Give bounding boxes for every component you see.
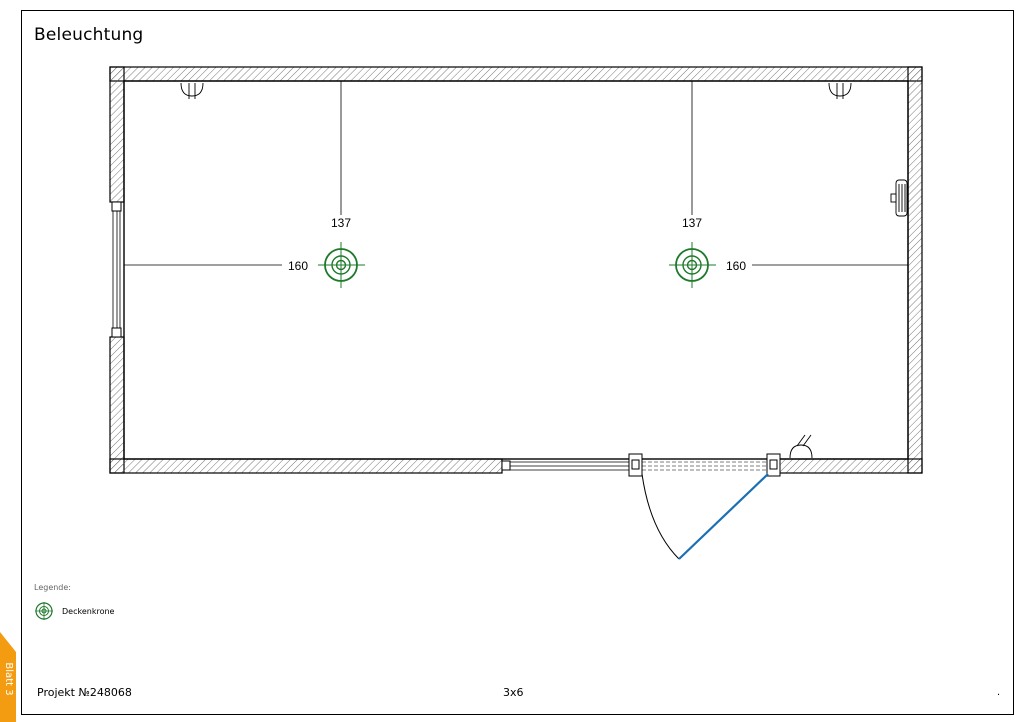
container-size: 3x6 — [503, 686, 524, 699]
sheet-tab-label[interactable]: Blatt 3 — [3, 662, 14, 696]
legend-title: Legende: — [34, 583, 72, 592]
dim-left-side: 160 — [288, 259, 308, 273]
dim-right-top: 137 — [682, 216, 702, 230]
ceiling-light-left-icon — [318, 242, 365, 288]
legend-label: Deckenkrone — [62, 606, 115, 616]
project-number: Projekt №248068 — [37, 686, 132, 699]
bottom-window — [501, 460, 630, 471]
dim-left-top: 137 — [331, 216, 351, 230]
socket-top-right-icon — [828, 82, 852, 99]
heater-icon — [890, 179, 908, 217]
footer-mark: . — [997, 686, 1001, 698]
dim-right-side: 160 — [726, 259, 746, 273]
ceiling-light-icon — [35, 602, 53, 620]
walls — [109, 66, 923, 474]
ceiling-light-right-icon — [669, 242, 716, 288]
drawing-sheet-frame — [21, 10, 1014, 715]
left-window — [111, 201, 122, 338]
entrance-door — [628, 453, 781, 560]
page-title: Beleuchtung — [34, 25, 144, 45]
dimension-lines — [124, 81, 908, 266]
door-leaf — [678, 473, 769, 560]
legend-item: Deckenkrone — [34, 601, 114, 621]
socket-top-left-icon — [180, 82, 204, 99]
sheet-tab-shape — [0, 632, 16, 722]
socket-bottom-right-icon — [789, 434, 813, 459]
